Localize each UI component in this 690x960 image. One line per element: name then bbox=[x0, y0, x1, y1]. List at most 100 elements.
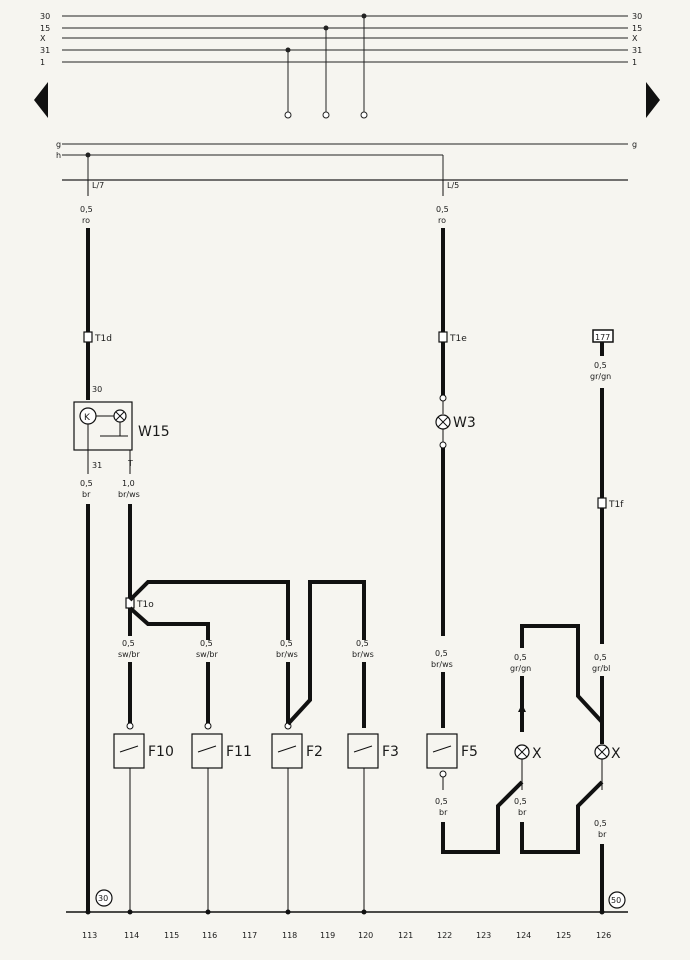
wire-size-label: 0,5 bbox=[514, 797, 527, 806]
component-t1f: T1f bbox=[608, 500, 624, 510]
circuit-118: 0,5 br/ws F2 bbox=[271, 580, 366, 912]
bus-label-right-15: 15 bbox=[632, 24, 642, 33]
wire-color-label: br/ws bbox=[118, 490, 140, 499]
wire-color-label: ro bbox=[438, 216, 446, 225]
wire-size-label: 0,5 bbox=[435, 797, 448, 806]
bus-label-right-1: 1 bbox=[632, 58, 637, 67]
ground-point-icon bbox=[608, 891, 626, 909]
track-number: 116 bbox=[202, 931, 217, 940]
bus-label-left-x: X bbox=[40, 34, 46, 43]
component-x1: X bbox=[532, 746, 542, 762]
track-number: 119 bbox=[320, 931, 335, 940]
component-t1o: T1o bbox=[136, 600, 154, 610]
track-numbers: 113 114 115 116 117 118 119 120 121 122 … bbox=[82, 931, 611, 940]
fuse-box-177-label: 177 bbox=[595, 333, 610, 342]
ground-junctions bbox=[85, 909, 605, 915]
component-w3: W3 bbox=[453, 415, 476, 431]
track-number: 113 bbox=[82, 931, 97, 940]
g-h-bus: g g h L/7 L/5 bbox=[56, 140, 637, 190]
switch-f11-icon bbox=[191, 733, 223, 769]
component-t1d: T1d bbox=[94, 334, 112, 344]
circuit-113: 0,5 ro T1d 30 K W15 31 0,5 br 30 bbox=[73, 180, 170, 912]
ground-point-icon bbox=[95, 889, 113, 907]
wire-size-label: 0,5 bbox=[80, 479, 93, 488]
track-number: 117 bbox=[242, 931, 257, 940]
wire-color-label: br/ws bbox=[431, 660, 453, 669]
wire-size-label: 0,5 bbox=[514, 653, 527, 662]
wire-color-label: ro bbox=[82, 216, 90, 225]
wire-size-label: 1,0 bbox=[122, 479, 135, 488]
component-f11: F11 bbox=[226, 744, 252, 760]
circuit-122: 0,5 ro T1e W3 0,5 br/ws F5 0,5 br bbox=[426, 180, 524, 854]
wire-color-label: br bbox=[518, 808, 527, 817]
track-number: 125 bbox=[556, 931, 571, 940]
wire-color-label: br bbox=[82, 490, 91, 499]
wire-size-label: 0,5 bbox=[594, 361, 607, 370]
wire-size-label: 0,5 bbox=[200, 639, 213, 648]
connector-t1e-icon bbox=[438, 331, 448, 343]
track-number: 114 bbox=[124, 931, 139, 940]
circuit-116: 0,5 sw/br F11 bbox=[191, 639, 252, 912]
component-f2: F2 bbox=[306, 744, 323, 760]
wire-color-label: sw/br bbox=[196, 650, 218, 659]
pin-30-label: 30 bbox=[92, 385, 102, 394]
bus-label-right-x: X bbox=[632, 34, 638, 43]
circuit-120: 0,5 br/ws F3 bbox=[347, 639, 399, 912]
component-f10: F10 bbox=[148, 744, 174, 760]
bus-label-left-30: 30 bbox=[40, 12, 50, 21]
wire-size-label: 0,5 bbox=[436, 205, 449, 214]
next-page-arrow-icon[interactable] bbox=[646, 82, 660, 118]
wire-size-label: 0,5 bbox=[435, 649, 448, 658]
wire-size-label: 0,5 bbox=[594, 819, 607, 828]
track-number: 124 bbox=[516, 931, 531, 940]
connector-t1f-icon bbox=[597, 497, 607, 509]
connector-right: L/5 bbox=[447, 181, 459, 190]
bus-label-left-31: 31 bbox=[40, 46, 50, 55]
wire-color-label: gr/bl bbox=[592, 664, 610, 673]
track-number: 126 bbox=[596, 931, 611, 940]
component-f3: F3 bbox=[382, 744, 399, 760]
bus-label-right-30: 30 bbox=[632, 12, 642, 21]
bus-label-g-right: g bbox=[632, 140, 637, 149]
wire-color-label: br bbox=[439, 808, 448, 817]
component-x2: X bbox=[611, 746, 621, 762]
bus-label-right-31: 31 bbox=[632, 46, 642, 55]
wire-color-label: br/ws bbox=[276, 650, 298, 659]
wire-size-label: 0,5 bbox=[280, 639, 293, 648]
top-bus: 30 15 X 31 1 30 15 X 31 1 bbox=[40, 12, 642, 119]
track-number: 118 bbox=[282, 931, 297, 940]
track-number: 122 bbox=[437, 931, 452, 940]
switch-f5-icon bbox=[426, 733, 458, 769]
wire-color-label: gr/gn bbox=[510, 664, 531, 673]
track-number: 115 bbox=[164, 931, 179, 940]
track-number: 123 bbox=[476, 931, 491, 940]
component-w15: W15 bbox=[138, 424, 170, 440]
component-t1e: T1e bbox=[449, 334, 467, 344]
track-number: 121 bbox=[398, 931, 413, 940]
wire-color-label: br/ws bbox=[352, 650, 374, 659]
connector-t1d-icon bbox=[83, 331, 93, 343]
ground-left-label: 30 bbox=[98, 894, 108, 903]
ground-right-label: 50 bbox=[611, 896, 621, 905]
wire-color-label: sw/br bbox=[118, 650, 140, 659]
circuit-124: 0,5 gr/gn X 0,5 br bbox=[510, 624, 604, 854]
relay-k-label: K bbox=[84, 413, 91, 423]
switch-f2-icon bbox=[271, 733, 303, 769]
wire-size-label: 0,5 bbox=[80, 205, 93, 214]
wire-size-label: 0,5 bbox=[356, 639, 369, 648]
bus-label-left-15: 15 bbox=[40, 24, 50, 33]
component-f5: F5 bbox=[461, 744, 478, 760]
circuit-114: T 1,0 br/ws T1o 0,5 sw/br F10 bbox=[113, 450, 290, 912]
previous-page-arrow-icon[interactable] bbox=[34, 82, 48, 118]
wire-size-label: 0,5 bbox=[122, 639, 135, 648]
wire-color-label: gr/gn bbox=[590, 372, 611, 381]
bus-label-left-1: 1 bbox=[40, 58, 45, 67]
wire-size-label: 0,5 bbox=[594, 653, 607, 662]
switch-f10-icon bbox=[113, 733, 145, 769]
circuit-126: 177 0,5 gr/gn T1f 0,5 gr/bl X 0,5 br 50 bbox=[590, 329, 626, 912]
pin-31-label: 31 bbox=[92, 461, 102, 470]
track-number: 120 bbox=[358, 931, 373, 940]
connector-left: L/7 bbox=[92, 181, 104, 190]
component-w15-box bbox=[73, 401, 133, 451]
